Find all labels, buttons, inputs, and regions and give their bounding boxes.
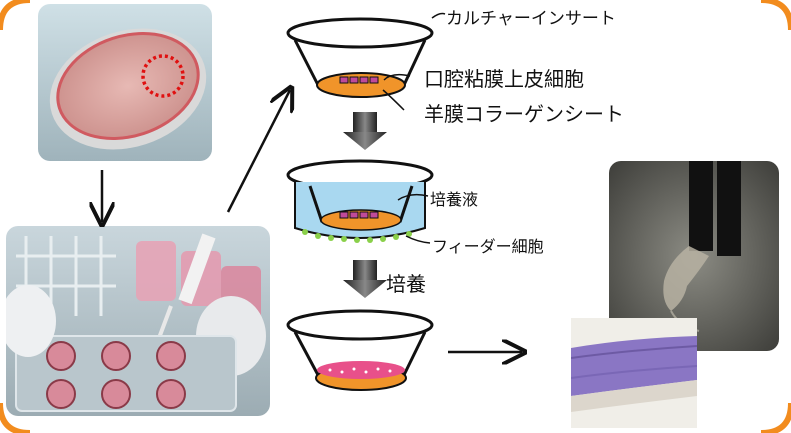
culture-insert-3 bbox=[286, 309, 434, 391]
label-culture-insert: カルチャーインサート bbox=[446, 9, 616, 29]
culture-insert-2 bbox=[286, 159, 434, 244]
label-amniotic-collagen-sheet: 羊膜コラーゲンシート bbox=[424, 102, 624, 126]
label-oral-mucosal-epithelial-cells: 口腔粘膜上皮細胞 bbox=[424, 67, 584, 91]
label-culture-step: 培養 bbox=[386, 272, 426, 296]
label-feeder-cells: フィーダー細胞 bbox=[432, 237, 544, 256]
big-arrow-2 bbox=[343, 260, 387, 298]
big-arrow-1 bbox=[343, 112, 387, 150]
histology-photo bbox=[571, 318, 697, 428]
lab-work-photo bbox=[6, 226, 270, 416]
petri-dish-photo bbox=[38, 4, 212, 161]
dotted-circle bbox=[141, 54, 185, 98]
label-culture-medium: 培養液 bbox=[430, 190, 479, 209]
arrow-up-right bbox=[226, 90, 290, 213]
culture-insert-1 bbox=[286, 12, 446, 111]
